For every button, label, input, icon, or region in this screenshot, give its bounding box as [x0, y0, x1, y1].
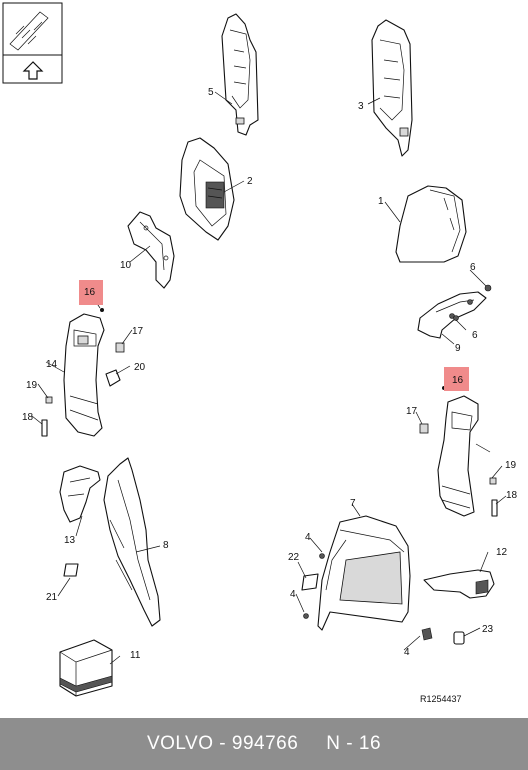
highlight-box-16-right: [444, 367, 469, 391]
callout-label: 4: [305, 532, 311, 543]
callout-label: 9: [455, 343, 461, 354]
callout-label: 12: [496, 547, 508, 558]
part-4-screw-b: [303, 613, 309, 619]
part-6-screw: [453, 284, 492, 321]
reference-code: R1254437: [420, 694, 462, 704]
callout-label: 16: [84, 287, 96, 298]
callout-label: 6: [472, 330, 478, 341]
part-19-clip-right: [489, 477, 497, 485]
footer-brand: VOLVO: [146, 733, 214, 754]
part-17-clip-left: [115, 342, 125, 353]
part-18-pad-left: [41, 419, 48, 437]
part-8-trim-strip: [103, 457, 161, 627]
footer-dash: -: [219, 733, 227, 754]
part-14-pillar-trim: [63, 313, 105, 437]
callout-label: 14: [46, 359, 58, 370]
exploded-view: 1 2 3 4 4 4 5 6 6 7 8 9 10 11 12 13 14 1…: [2, 2, 518, 704]
callout-label: 8: [163, 540, 169, 551]
part-4-screw-a: [319, 553, 325, 559]
callout-label: 5: [208, 87, 214, 98]
part-19-clip-left: [45, 396, 53, 404]
part-5-trim-panel: [221, 13, 259, 136]
callout-label: 4: [404, 647, 410, 658]
callout-label: 10: [120, 260, 132, 271]
callout-label: 13: [64, 535, 76, 546]
footer-position: N - 16: [326, 733, 382, 754]
part-1-side-cover: [395, 185, 467, 263]
callout-label: 7: [350, 498, 356, 509]
callout-label: 1: [378, 196, 384, 207]
part-16-screw-left: [100, 308, 104, 312]
callout-label: 23: [482, 624, 494, 635]
part-23-clip: [453, 631, 465, 645]
callout-label: 3: [358, 101, 364, 112]
callout-label: 20: [134, 362, 146, 373]
orientation-icon: [2, 2, 63, 84]
part-21-pad: [63, 563, 79, 577]
part-22-pad: [301, 573, 319, 591]
part-17-clip-right: [419, 423, 429, 434]
part-pillar-trim-right: [437, 395, 479, 517]
callout-label: 11: [130, 650, 141, 661]
footer-bar: VOLVO - 994766 N - 16: [0, 718, 528, 770]
part-13-cover: [59, 465, 101, 523]
parts-diagram: 1 2 3 4 4 4 5 6 6 7 8 9 10 11 12 13 14 1…: [2, 2, 518, 704]
part-20-clip: [105, 369, 121, 387]
part-2-center-panel: [179, 137, 235, 241]
callout-label: 6: [470, 262, 476, 273]
part-10-bracket: [127, 211, 175, 289]
part-12-handle: [423, 569, 495, 599]
part-3-trim-panel: [371, 19, 413, 157]
callout-label: 18: [506, 490, 518, 501]
callout-label: 22: [288, 552, 300, 563]
callout-label: 19: [26, 380, 38, 391]
callout-label: 21: [46, 592, 58, 603]
part-18-pad-right: [491, 499, 498, 517]
footer-part-number: 994766: [231, 733, 299, 754]
leader-lines: [31, 91, 507, 665]
callout-label: 4: [290, 589, 296, 600]
callout-label: 2: [247, 176, 253, 187]
callout-label: 17: [406, 406, 418, 417]
callout-label: 19: [505, 460, 517, 471]
part-7-lower-trim: [317, 515, 411, 631]
callout-label: 16: [452, 375, 464, 386]
callout-label: 17: [132, 326, 144, 337]
highlight-box-16-left: [79, 280, 103, 305]
callout-label: 18: [22, 412, 34, 423]
part-11-box: [59, 639, 113, 697]
part-4-screw-c: [421, 627, 433, 641]
